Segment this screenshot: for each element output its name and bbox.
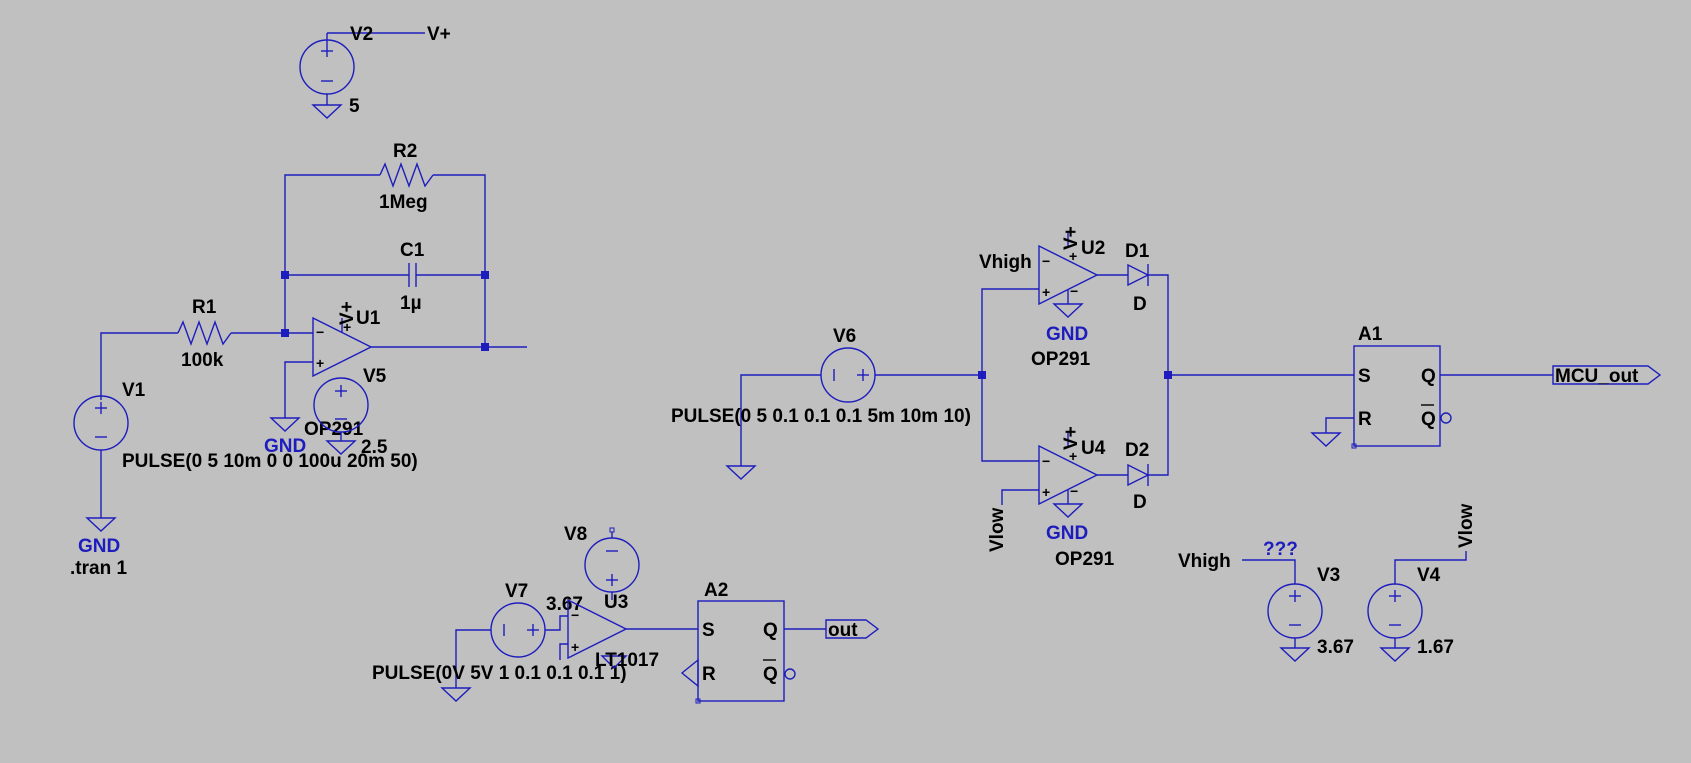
v3-67-net-label: 3.67 [546, 594, 583, 615]
v6-value-label: PULSE(0 5 0.1 0.1 0.1 5m 10m 10) [671, 406, 971, 427]
u4-vplus-pin: + [1069, 448, 1077, 464]
junction-dot [281, 329, 289, 337]
d1-ref-label: D1 [1125, 241, 1150, 262]
v1-ref-label: V1 [122, 380, 146, 401]
u4-model-label: OP291 [1055, 549, 1115, 570]
mcu-out-port[interactable] [1552, 365, 1662, 385]
u3-ref-label: U3 [604, 592, 628, 613]
d1-diode[interactable] [1127, 263, 1169, 375]
u1-vplus-label: V+ [337, 301, 358, 325]
gnd-net-label: GND [264, 436, 306, 457]
v3-voltage-source[interactable] [1242, 559, 1323, 662]
c1-capacitor[interactable] [285, 263, 485, 287]
r1-resistor[interactable] [100, 319, 313, 400]
u4-opamp[interactable]: − + + − [1001, 432, 1128, 518]
d2-diode[interactable] [1127, 375, 1169, 487]
d1-model-label: D [1133, 294, 1147, 315]
vlow-net-label: Vlow [987, 507, 1008, 552]
r2-resistor[interactable] [284, 161, 486, 275]
unknown-value-label: ??? [1263, 539, 1298, 560]
vhigh-net-label-v3: Vhigh [1178, 551, 1231, 572]
u4-plus-pin: + [1042, 484, 1050, 500]
u1-vplus-pin: + [343, 319, 351, 335]
v6-voltage-source[interactable] [725, 347, 982, 480]
out-label: out [828, 620, 858, 641]
u3-plus-pin: + [571, 639, 579, 655]
v2-value-label: 5 [349, 96, 360, 117]
a1-sr-flipflop[interactable] [1310, 345, 1553, 449]
u1-opamp[interactable]: − + + [269, 316, 527, 432]
v3-value-label: 3.67 [1317, 637, 1354, 658]
junction-dot [481, 343, 489, 351]
v5-ref-label: V5 [363, 366, 387, 387]
gnd-net-label-u2: GND [1046, 324, 1088, 345]
r2-ref-label: R2 [393, 141, 417, 162]
u2-vplus-pin: + [1069, 248, 1077, 264]
u1-minus-pin: − [316, 324, 324, 340]
u2-minus-pin: − [1042, 253, 1050, 269]
a2-r-pin: R [702, 664, 716, 685]
a2-ref-label: A2 [704, 580, 728, 601]
u3-comparator[interactable]: − + [559, 598, 698, 669]
junction-dot [481, 271, 489, 279]
a1-qbar-pin: Q [1421, 409, 1436, 430]
a2-sr-flipflop[interactable] [680, 600, 826, 704]
c1-value-label: 1µ [400, 293, 422, 314]
u4-ref-label: U4 [1081, 438, 1106, 459]
a1-q-pin: Q [1421, 366, 1436, 387]
u1-plus-pin: + [316, 355, 324, 371]
vlow-net-label-v4: Vlow [1456, 503, 1477, 548]
v7-voltage-source[interactable] [440, 602, 568, 702]
v4-ref-label: V4 [1417, 565, 1441, 586]
v3-ref-label: V3 [1317, 565, 1340, 586]
r1-ref-label: R1 [192, 297, 217, 318]
junction-dot [281, 271, 289, 279]
u1-model-label: OP291 [304, 419, 364, 440]
vhigh-net-label: Vhigh [979, 252, 1032, 273]
v7-ref-label: V7 [505, 581, 528, 602]
a1-ref-label: A1 [1358, 324, 1383, 345]
v5-value-label: 2.5 [361, 437, 388, 458]
a2-q-pin: Q [763, 620, 778, 641]
u1-ref-label: U1 [356, 308, 381, 329]
u2-model-label: OP291 [1031, 349, 1091, 370]
v4-value-label: 1.67 [1417, 637, 1454, 658]
d2-model-label: D [1133, 492, 1147, 513]
u2-ref-label: U2 [1081, 238, 1105, 259]
u2-vplus-label: V+ [1061, 226, 1082, 250]
v2-voltage-source[interactable] [299, 32, 425, 119]
v2-ref-label: V2 [350, 24, 373, 45]
mcu-out-label: MCU_out [1555, 366, 1639, 387]
u3-model-label: LT1017 [595, 650, 659, 671]
u4-minus-pin: − [1042, 453, 1050, 469]
u2-opamp[interactable]: − + + − [1038, 232, 1128, 318]
v1-value-label: PULSE(0 5 10m 0 0 100u 20m 50) [122, 451, 418, 472]
u4-minus-supply-pin: − [1070, 483, 1078, 499]
u2-minus-supply-pin: − [1070, 283, 1078, 299]
a2-qbar-pin: Q [763, 664, 778, 685]
tran-directive[interactable]: .tran 1 [70, 558, 127, 579]
a1-r-pin: R [1358, 409, 1372, 430]
d2-ref-label: D2 [1125, 440, 1149, 461]
r2-value-label: 1Meg [379, 192, 428, 213]
v6-ref-label: V6 [833, 326, 856, 347]
v7-value-label: PULSE(0V 5V 1 0.1 0.1 0.1 1) [372, 663, 627, 684]
out-port[interactable] [825, 619, 880, 639]
v1-voltage-source[interactable] [73, 395, 129, 532]
v8-voltage-source[interactable] [584, 527, 640, 600]
r1-value-label: 100k [181, 350, 224, 371]
v5-voltage-source[interactable] [313, 377, 369, 455]
v4-voltage-source[interactable] [1367, 551, 1467, 662]
gnd-net-label-u4: GND [1046, 523, 1088, 544]
u2-plus-pin: + [1042, 284, 1050, 300]
c1-ref-label: C1 [400, 240, 425, 261]
v8-ref-label: V8 [564, 524, 587, 545]
a2-s-pin: S [702, 620, 715, 641]
vplus-net-label: V+ [427, 24, 451, 45]
gnd-net-label-v1: GND [78, 536, 120, 557]
a1-s-pin: S [1358, 366, 1371, 387]
u4-vplus-label: V+ [1061, 426, 1082, 450]
u3-minus-pin: − [571, 607, 579, 623]
